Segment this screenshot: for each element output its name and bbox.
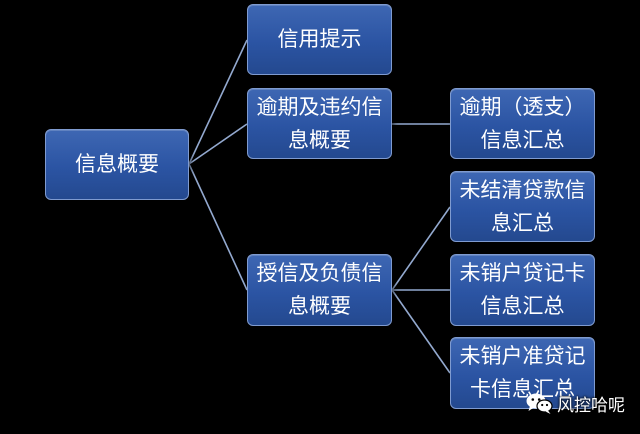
node-label: 未销户贷记卡 信息汇总: [459, 261, 586, 318]
node-label: 未销户准贷记 卡信息汇总: [459, 344, 586, 401]
node-label: 未结清贷款信 息汇总: [459, 177, 586, 235]
watermark-text: 风控哈呢: [557, 395, 625, 416]
node-label: 信息概要: [75, 152, 159, 176]
node-uncleared-loan-info: 未结清贷款信 息汇总: [450, 171, 595, 242]
node-credit-debt-summary: 授信及负债信 息概要: [247, 254, 392, 326]
node-label: 逾期及违约信 息概要: [256, 94, 383, 152]
node-label: 信用提示: [277, 27, 362, 51]
connector-debt-to-semi-credit-cards: [391, 289, 451, 374]
node-overdue-default-summary: 逾期及违约信 息概要: [247, 88, 392, 159]
connector-root-to-credit-debt-summary: [188, 163, 248, 291]
node-overdue-overdraft-info: 逾期（透支） 信息汇总: [450, 88, 595, 159]
node-open-semi-credit-card-info: 未销户准贷记 卡信息汇总: [450, 337, 595, 409]
watermark: 风控哈呢: [525, 388, 625, 418]
node-label: 授信及负债信 息概要: [256, 261, 383, 318]
connector-root-to-credit-tips: [188, 39, 248, 165]
node-info-overview: 信息概要: [45, 129, 189, 200]
connector-debt-to-uncleared-loans: [391, 206, 451, 291]
node-credit-tips: 信用提示: [247, 4, 392, 75]
wechat-icon: [526, 393, 553, 414]
node-label: 逾期（透支） 信息汇总: [459, 94, 586, 152]
node-open-credit-card-info: 未销户贷记卡 信息汇总: [450, 254, 595, 326]
connector-root-to-overdue-summary: [188, 123, 248, 165]
